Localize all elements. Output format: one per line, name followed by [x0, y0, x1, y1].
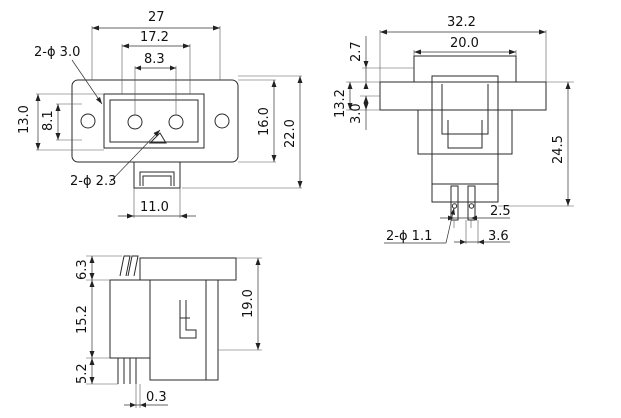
- side-inner-latch: [447, 120, 483, 149]
- dim-bottom-15-2: 15.2: [75, 305, 90, 334]
- front-socket-housing: [103, 93, 205, 149]
- dim-side-32-2: 32.2: [447, 15, 476, 30]
- front-lower-body: [133, 161, 181, 189]
- dim-front-13-0: 13.0: [17, 105, 32, 134]
- front-socket-cavity: [109, 99, 199, 143]
- dim-front-17-2: 17.2: [140, 30, 169, 45]
- mount-hole-right: [214, 113, 230, 129]
- bottom-top-cap: [139, 257, 237, 281]
- dim-front-8-3: 8.3: [144, 52, 165, 67]
- mount-hole-left: [80, 113, 96, 129]
- side-pin-right: [467, 185, 476, 221]
- bottom-latch: [179, 300, 197, 339]
- front-key: [148, 132, 167, 144]
- side-lower-body: [417, 109, 513, 155]
- dim-side-20-0: 20.0: [450, 36, 479, 51]
- bottom-left-block: [109, 279, 151, 359]
- side-view-right: 32.2 20.0 2.7 13.2 3.0 24.5: [333, 15, 574, 245]
- dim-side-2-5: 2.5: [490, 204, 511, 219]
- bottom-left-fin-b: [127, 255, 139, 277]
- side-view-bottom: 6.3 15.2 5.2 19.0 0.3: [75, 255, 262, 408]
- dim-front-11-0: 11.0: [140, 200, 169, 215]
- front-lower-slot-inner: [142, 175, 172, 186]
- dim-front-8-1: 8.1: [41, 110, 56, 131]
- dim-bottom-19-0: 19.0: [241, 289, 256, 318]
- bottom-left-fin-a: [119, 255, 131, 277]
- bottom-body-side: [205, 279, 219, 381]
- front-view: 27 17.2 8.3 2-ϕ 3.0 13.0 8.1: [17, 10, 303, 219]
- dim-bottom-6-3: 6.3: [75, 259, 90, 280]
- dim-side-13-2: 13.2: [333, 89, 348, 118]
- pin-hole-mark-left: [451, 203, 458, 209]
- dim-bottom-5-2: 5.2: [75, 363, 90, 384]
- bottom-main-body: [149, 279, 219, 381]
- dim-front-16-0: 16.0: [257, 107, 272, 136]
- dim-side-3-6: 3.6: [488, 229, 509, 244]
- dim-side-3-0: 3.0: [349, 103, 364, 124]
- pin-hole-right: [168, 114, 184, 130]
- pin-hole-mark-right: [468, 203, 475, 209]
- side-inner-cavity: [441, 84, 489, 135]
- side-flange-plate: [379, 81, 547, 111]
- dim-side-2-7: 2.7: [349, 41, 364, 62]
- dim-front-22-0: 22.0: [283, 119, 298, 148]
- dim-front-27: 27: [148, 10, 165, 25]
- side-upper-body: [413, 55, 517, 83]
- front-lower-slot: [139, 171, 175, 186]
- side-pin-left: [450, 185, 459, 221]
- dim-bottom-0-3: 0.3: [146, 390, 167, 405]
- note-mount-holes: 2-ϕ 3.0: [34, 45, 80, 60]
- note-pin-holes: 2-ϕ 2.3: [70, 174, 116, 189]
- note-side-pin-holes: 2-ϕ 1.1: [386, 229, 432, 244]
- pin-hole-left: [127, 114, 143, 130]
- side-bottom-base: [431, 183, 499, 203]
- dim-side-24-5: 24.5: [551, 135, 566, 164]
